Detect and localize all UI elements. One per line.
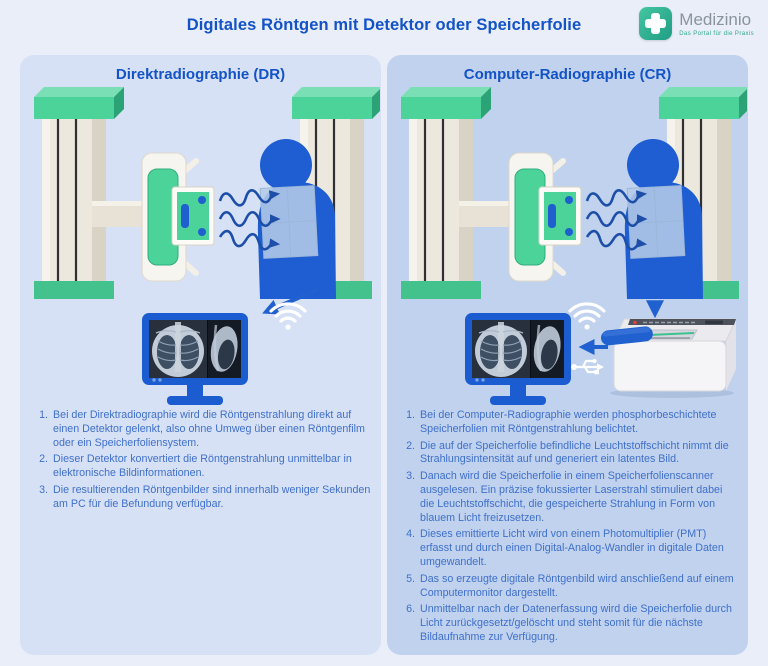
- list-item: Die resultierenden Röntgenbilder sind in…: [51, 484, 371, 512]
- xray-stand-left: [32, 85, 125, 301]
- panel-cr: Computer-Radiographie (CR): [387, 55, 748, 655]
- list-item: Das so erzeugte digitale Röntgenbild wir…: [418, 573, 738, 601]
- xray-tube-head: [92, 153, 214, 281]
- logo-tagline: Das Portal für die Praxis: [679, 30, 754, 37]
- list-item: Unmittelbar nach der Datenerfassung wird…: [418, 603, 738, 644]
- blue-foil-cassette: [600, 326, 653, 346]
- medical-cross-icon: [639, 7, 673, 40]
- list-item: Die auf der Speicherfolie befindliche Le…: [418, 440, 738, 468]
- cr-illustration: [399, 85, 747, 407]
- xray-tube-head: [459, 153, 581, 281]
- cr-step-list: Bei der Computer-Radiographie werden pho…: [401, 409, 738, 645]
- panel-title-cr: Computer-Radiographie (CR): [463, 66, 672, 83]
- page-title: Digitales Röntgen mit Detektor oder Spei…: [186, 16, 582, 34]
- wifi-icon: [268, 302, 307, 332]
- header: Digitales Röntgen mit Detektor oder Spei…: [0, 0, 768, 55]
- pc-monitor: [142, 313, 248, 405]
- wifi-icon: [567, 302, 606, 332]
- pc-monitor: [465, 313, 571, 405]
- panel-dr: Direktradiographie (DR) Bei der Direktra…: [20, 55, 381, 655]
- panel-title-dr: Direktradiographie (DR): [115, 66, 286, 83]
- dr-illustration: [32, 85, 380, 407]
- list-item: Bei der Direktradiographie wird die Rönt…: [51, 409, 371, 450]
- dr-step-list: Bei der Direktradiographie wird die Rönt…: [34, 409, 371, 512]
- list-item: Bei der Computer-Radiographie werden pho…: [418, 409, 738, 437]
- list-item: Danach wird die Speicherfolie in einem S…: [418, 470, 738, 525]
- xray-stand-left: [399, 85, 492, 301]
- list-item: Dieser Detektor konvertiert die Röntgens…: [51, 453, 371, 481]
- speicherfolien-scanner: [600, 318, 737, 398]
- list-item: Dieses emittierte Licht wird von einem P…: [418, 528, 738, 569]
- medizinio-logo: Medizinio Das Portal für die Praxis: [639, 7, 754, 40]
- power-led: [632, 320, 637, 325]
- comparison-panels: Direktradiographie (DR) Bei der Direktra…: [0, 55, 768, 655]
- logo-name: Medizinio: [679, 9, 752, 29]
- usb-icon: [569, 357, 605, 376]
